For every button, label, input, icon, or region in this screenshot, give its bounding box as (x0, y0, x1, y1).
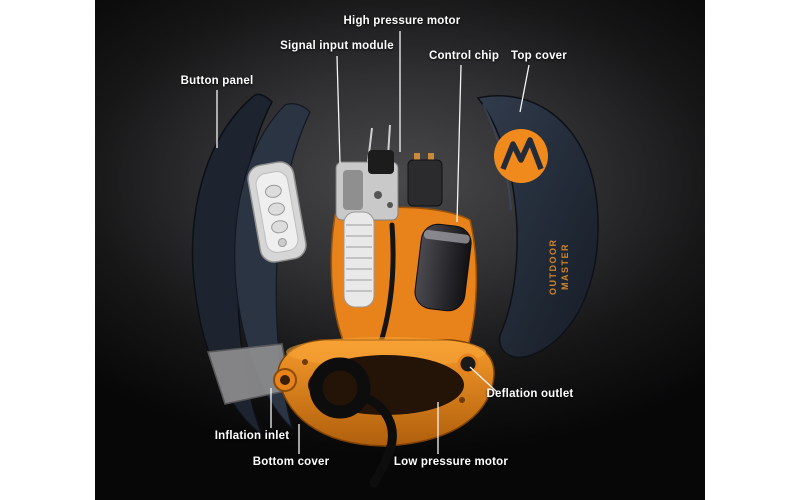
label-button-panel: Button panel (180, 75, 254, 87)
label-low-pressure-motor: Low pressure motor (393, 456, 509, 468)
label-high-pressure-motor: High pressure motor (343, 15, 461, 27)
label-top-cover: Top cover (511, 50, 567, 62)
label-control-chip: Control chip (428, 50, 500, 62)
label-deflation-outlet: Deflation outlet (486, 388, 574, 400)
label-bottom-cover: Bottom cover (252, 456, 330, 468)
label-signal-input-module: Signal input module (280, 40, 394, 52)
label-inflation-inlet: Inflation inlet (214, 430, 290, 442)
